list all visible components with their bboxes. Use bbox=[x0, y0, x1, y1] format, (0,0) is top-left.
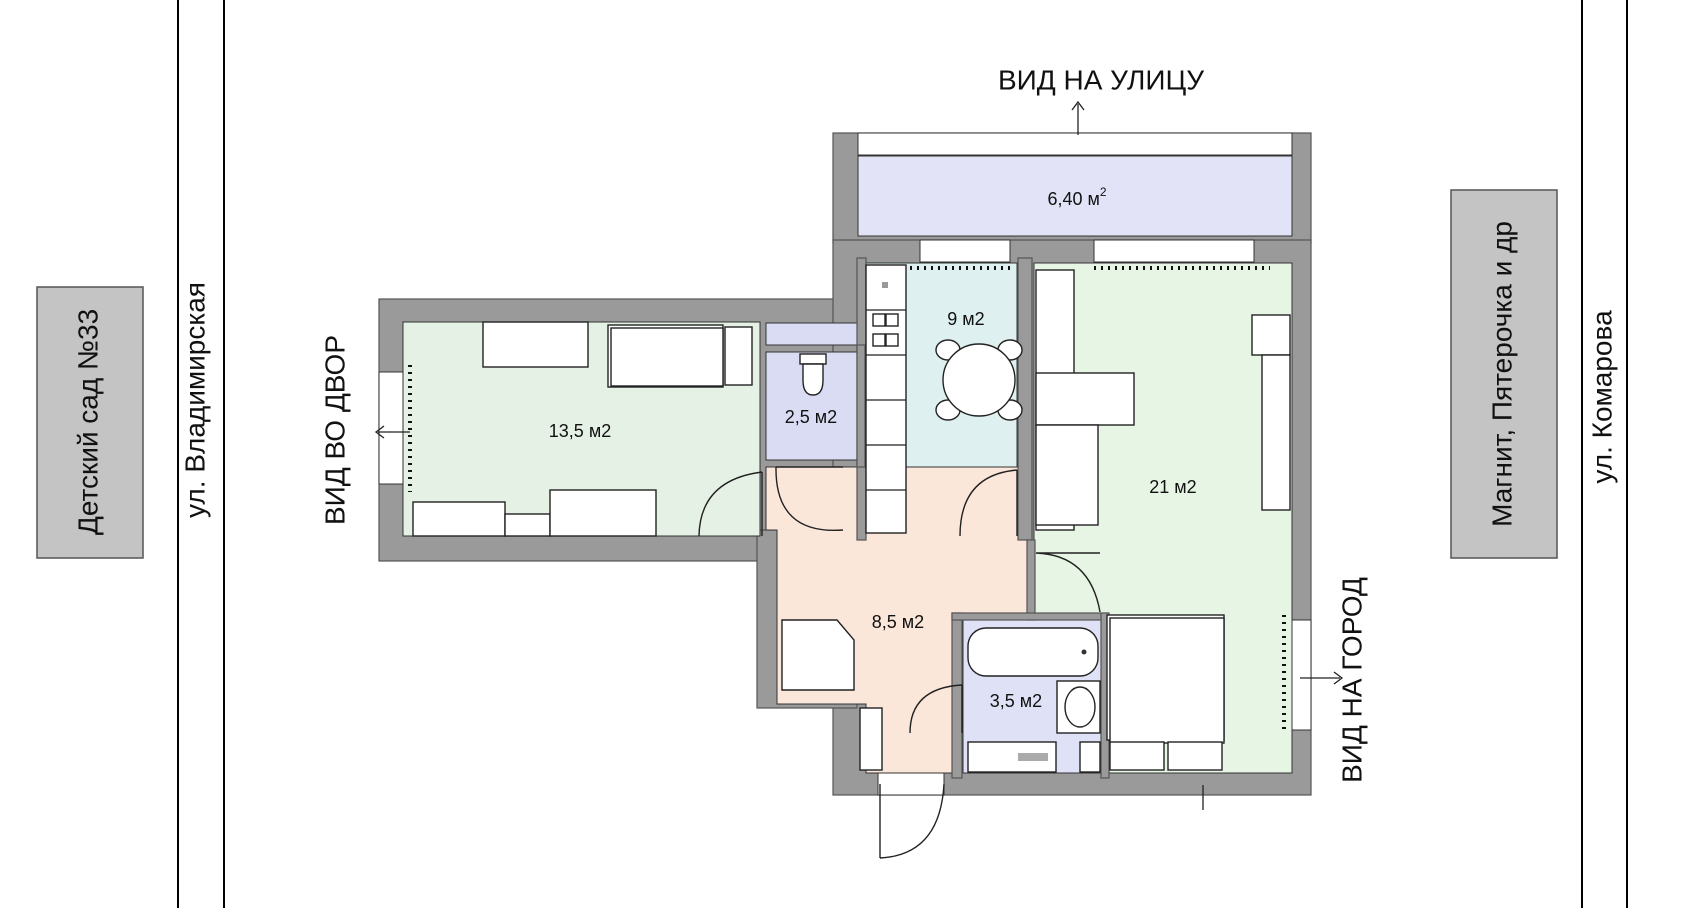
stove-burner bbox=[885, 313, 899, 327]
tv-unit bbox=[1251, 314, 1291, 356]
sink-bowl bbox=[1064, 686, 1096, 728]
arrow-head bbox=[374, 425, 385, 439]
wall-bath-left bbox=[951, 612, 963, 779]
desk bbox=[482, 321, 589, 368]
washing-machine bbox=[967, 741, 1057, 773]
window-balcony-top bbox=[857, 132, 1293, 156]
door-bath bbox=[909, 684, 963, 734]
window-living-right bbox=[1291, 619, 1312, 731]
wall-hall-right bbox=[1026, 539, 1036, 621]
door-bedroom bbox=[698, 471, 763, 537]
view-street-label: ВИД НА УЛИЦУ bbox=[998, 64, 1204, 95]
kindergarten-label: Детский сад №33 bbox=[72, 309, 103, 535]
hall-cabinet bbox=[781, 619, 855, 691]
door-toilet bbox=[775, 466, 844, 532]
bed-pillow bbox=[724, 326, 753, 386]
nightstand bbox=[1167, 741, 1223, 771]
washer-slot bbox=[1018, 753, 1048, 761]
window-bedroom bbox=[378, 371, 404, 485]
window-kitchen bbox=[919, 239, 1011, 263]
nightstand bbox=[1109, 741, 1165, 771]
shops-box bbox=[1450, 189, 1558, 559]
cabinet-tall bbox=[1261, 354, 1291, 511]
kindergarten-box bbox=[36, 286, 144, 559]
street-right-label: ул. Комарова bbox=[1586, 310, 1617, 484]
tub-drain bbox=[1081, 649, 1087, 655]
arrow-head bbox=[1333, 671, 1344, 685]
living-area: 21 м2 bbox=[1149, 477, 1196, 497]
bath-area: 3,5 м2 bbox=[990, 691, 1042, 711]
dining-table bbox=[942, 343, 1016, 417]
door-living bbox=[1035, 552, 1101, 613]
stove-burner bbox=[885, 333, 899, 347]
view-city-label: ВИД НА ГОРОД bbox=[1336, 577, 1367, 783]
bathtub bbox=[967, 627, 1099, 677]
sink-dot bbox=[882, 282, 888, 288]
dresser-2 bbox=[504, 513, 551, 537]
dresser-3 bbox=[549, 489, 657, 537]
toilet-area: 2,5 м2 bbox=[785, 407, 837, 427]
bed-frame bbox=[1109, 617, 1225, 744]
entrance-door bbox=[879, 783, 945, 859]
bed-inner bbox=[610, 327, 724, 387]
toilet-top-strip bbox=[765, 322, 858, 346]
shops-label: Магнит, Пятерочка и др bbox=[1486, 221, 1517, 527]
balcony-area: 6,40 м2 bbox=[1047, 185, 1106, 209]
dresser bbox=[412, 501, 506, 537]
kitchen-counter bbox=[865, 264, 907, 534]
street-left-label: ул. Владимирская bbox=[179, 282, 210, 518]
balcony-floor bbox=[857, 155, 1293, 237]
sofa-seat bbox=[1035, 372, 1135, 426]
entrance-opening bbox=[877, 772, 945, 796]
door-kitchen bbox=[959, 469, 1018, 537]
toilet-tank bbox=[799, 353, 827, 365]
wall-kitchen-right bbox=[1017, 257, 1033, 541]
small-cabinet bbox=[1079, 741, 1101, 773]
arrow-head bbox=[1071, 100, 1085, 111]
stove-burner bbox=[872, 333, 886, 347]
toilet-bowl bbox=[802, 363, 824, 396]
view-yard-label: ВИД ВО ДВОР bbox=[319, 335, 350, 525]
hall-shelf bbox=[859, 707, 883, 771]
stove-burner bbox=[872, 313, 886, 327]
kitchen-area: 9 м2 bbox=[947, 309, 984, 329]
hall-area: 8,5 м2 bbox=[872, 612, 924, 632]
window-living-top bbox=[1093, 239, 1255, 263]
wall-bath-top bbox=[951, 612, 1109, 621]
bedroom-area: 13,5 м2 bbox=[549, 421, 611, 441]
sofa-lower bbox=[1035, 424, 1099, 526]
wall-toilet-right bbox=[856, 344, 866, 468]
